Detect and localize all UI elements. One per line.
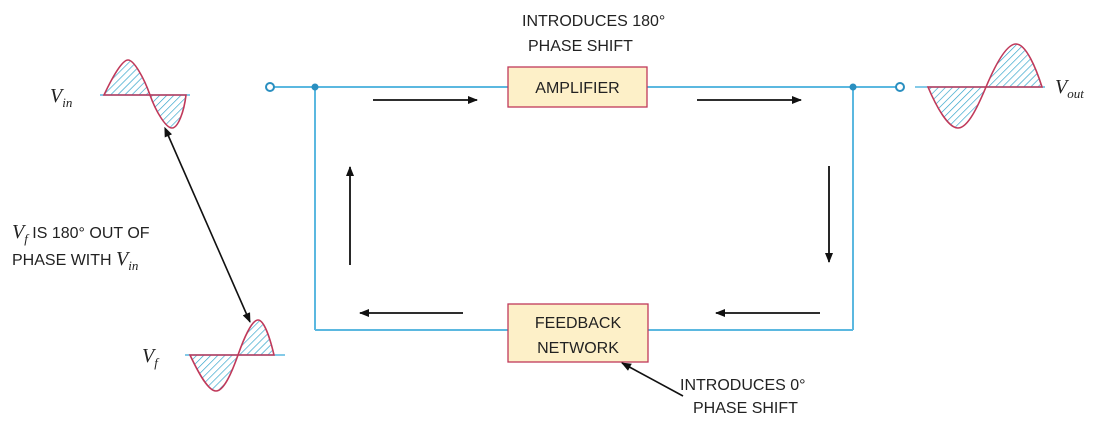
vout-label: Vout [1055, 76, 1084, 101]
phase-note-line1: Vf IS 180° OUT OF [12, 221, 150, 246]
circuit-wires [273, 86, 897, 331]
amplifier-block: AMPLIFIER [507, 66, 648, 108]
signal-flow-arrows [346, 96, 833, 317]
input-terminal [265, 82, 275, 92]
amp-annotation-line1: INTRODUCES 180° [522, 13, 665, 30]
feedback-network-label-line2: NETWORK [537, 340, 619, 357]
fb-annotation-line2: PHASE SHIFT [693, 400, 798, 417]
vin-wave-positive-half [102, 59, 152, 96]
output-terminal [895, 82, 905, 92]
fb-annotation-line1: INTRODUCES 0° [680, 377, 806, 394]
vf-wave-positive-half [236, 319, 276, 356]
amp-annotation-line2: PHASE SHIFT [528, 38, 633, 55]
feedback-network-block: FEEDBACK NETWORK [507, 303, 649, 363]
vin-waveform: Vin [50, 59, 190, 129]
vout-wave-negative-half [926, 86, 988, 129]
vin-label: Vin [50, 85, 72, 110]
feedback-network-label-line1: FEEDBACK [535, 315, 622, 332]
phase-note-line2: PHASE WITH Vin [12, 248, 138, 273]
amplifier-box [507, 66, 648, 108]
vf-label: Vf [142, 345, 160, 370]
left-junction-dot [311, 83, 319, 91]
vout-waveform: Vout [915, 43, 1084, 129]
phase-comparison-arrow [164, 126, 251, 323]
vin-wave-negative-half [148, 94, 187, 129]
feedback-network-box [507, 303, 649, 363]
vf-waveform: Vf [142, 319, 285, 392]
right-junction-dot [849, 83, 857, 91]
amplifier-label: AMPLIFIER [535, 80, 619, 97]
vf-wave-negative-half [188, 354, 240, 392]
fb-annotation-pointer [621, 362, 684, 397]
vout-wave-positive-half [984, 43, 1044, 88]
